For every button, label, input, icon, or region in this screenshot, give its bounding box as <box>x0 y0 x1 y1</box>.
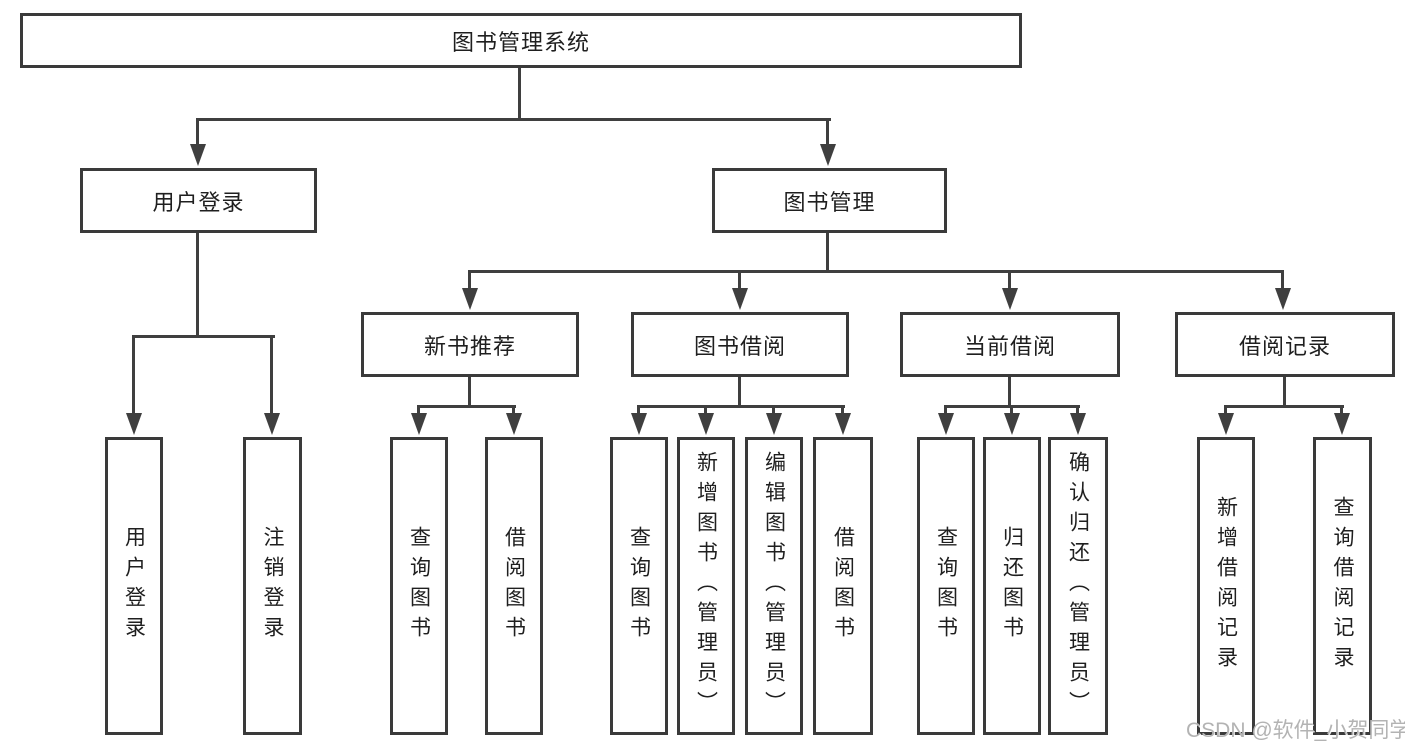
connector-line <box>196 118 831 121</box>
leaf-label: 查询借阅记录 <box>1331 496 1354 676</box>
leaf-label: 用户登录 <box>122 526 146 646</box>
node-label: 当前借阅 <box>963 333 1056 359</box>
connector-line <box>841 405 844 415</box>
node-book-management: 图书管理 <box>712 168 947 233</box>
arrow-down-icon <box>1002 288 1018 310</box>
arrow-down-icon <box>1218 413 1234 435</box>
leaf-user-login: 用户登录 <box>105 437 163 735</box>
connector-line <box>738 270 741 290</box>
leaf-label: 查询图书 <box>934 526 958 646</box>
leaf-cb-query-books: 查询图书 <box>917 437 975 735</box>
leaf-br-query-record: 查询借阅记录 <box>1313 437 1372 735</box>
node-library-management-system: 图书管理系统 <box>20 13 1022 68</box>
connector-line <box>637 405 845 408</box>
leaf-cb-return-books: 归还图书 <box>983 437 1041 735</box>
connector-line <box>196 118 199 146</box>
arrow-down-icon <box>411 413 427 435</box>
connector-line <box>826 233 829 270</box>
leaf-bb-edit-books-admin: 编辑图书（管理员） <box>745 437 803 735</box>
node-new-book-recommendation: 新书推荐 <box>361 312 579 377</box>
arrow-down-icon <box>631 413 647 435</box>
arrow-down-icon <box>264 413 280 435</box>
leaf-label: 新增借阅记录 <box>1214 496 1238 676</box>
connector-line <box>738 377 741 405</box>
connector-line <box>1283 377 1286 405</box>
arrow-down-icon <box>835 413 851 435</box>
arrow-down-icon <box>698 413 714 435</box>
leaf-label: 归还图书 <box>1000 526 1024 646</box>
node-label: 新书推荐 <box>423 333 516 359</box>
leaf-logout: 注销登录 <box>243 437 302 735</box>
leaf-br-add-record: 新增借阅记录 <box>1197 437 1255 735</box>
connector-line <box>196 233 199 335</box>
leaf-label: 借阅图书 <box>831 526 855 646</box>
node-current-borrowing: 当前借阅 <box>900 312 1120 377</box>
leaf-label: 借阅图书 <box>502 526 526 646</box>
connector-line <box>512 405 515 415</box>
leaf-nbr-query-books: 查询图书 <box>390 437 448 735</box>
connector-line <box>1010 405 1013 415</box>
connector-line <box>1008 270 1011 290</box>
connector-line <box>1224 405 1344 408</box>
connector-line <box>468 270 471 290</box>
leaf-bb-add-books-admin: 新增图书（管理员） <box>677 437 735 735</box>
leaf-label: 新增图书（管理员） <box>694 451 718 721</box>
arrow-down-icon <box>190 144 206 166</box>
connector-line <box>417 405 420 415</box>
arrow-down-icon <box>1275 288 1291 310</box>
leaf-label: 查询图书 <box>627 526 651 646</box>
leaf-label: 查询图书 <box>407 526 431 646</box>
connector-line <box>1008 377 1011 405</box>
connector-line <box>826 118 829 146</box>
connector-line <box>132 335 275 338</box>
node-label: 用户登录 <box>152 189 245 215</box>
connector-line <box>132 335 135 415</box>
connector-line <box>417 405 516 408</box>
connector-line <box>1340 405 1343 415</box>
connector-line <box>944 405 947 415</box>
leaf-label: 确认归还（管理员） <box>1066 451 1090 721</box>
node-label: 图书管理系统 <box>451 29 590 55</box>
connector-line <box>270 335 273 415</box>
node-label: 图书借阅 <box>693 333 786 359</box>
connector-line <box>1281 270 1284 290</box>
node-label: 图书管理 <box>783 189 876 215</box>
connector-line <box>468 377 471 405</box>
leaf-cb-confirm-return-admin: 确认归还（管理员） <box>1048 437 1108 735</box>
connector-line <box>468 270 1284 273</box>
arrow-down-icon <box>1070 413 1086 435</box>
arrow-down-icon <box>938 413 954 435</box>
connector-line <box>704 405 707 415</box>
connector-line <box>518 68 521 118</box>
node-book-borrowing: 图书借阅 <box>631 312 849 377</box>
connector-line <box>772 405 775 415</box>
leaf-nbr-borrow-books: 借阅图书 <box>485 437 543 735</box>
watermark-csdn: CSDN @软件_小贺同学 <box>1186 719 1405 742</box>
node-user-login: 用户登录 <box>80 168 317 233</box>
node-borrowing-records: 借阅记录 <box>1175 312 1395 377</box>
arrow-down-icon <box>732 288 748 310</box>
arrow-down-icon <box>820 144 836 166</box>
arrow-down-icon <box>126 413 142 435</box>
arrow-down-icon <box>462 288 478 310</box>
connector-line <box>637 405 640 415</box>
arrow-down-icon <box>506 413 522 435</box>
leaf-bb-query-books: 查询图书 <box>610 437 668 735</box>
arrow-down-icon <box>1004 413 1020 435</box>
node-label: 借阅记录 <box>1238 333 1331 359</box>
connector-line <box>1224 405 1227 415</box>
arrow-down-icon <box>766 413 782 435</box>
leaf-bb-borrow-books: 借阅图书 <box>813 437 873 735</box>
arrow-down-icon <box>1334 413 1350 435</box>
leaf-label: 编辑图书（管理员） <box>762 451 786 721</box>
leaf-label: 注销登录 <box>261 526 284 646</box>
connector-line <box>1076 405 1079 415</box>
